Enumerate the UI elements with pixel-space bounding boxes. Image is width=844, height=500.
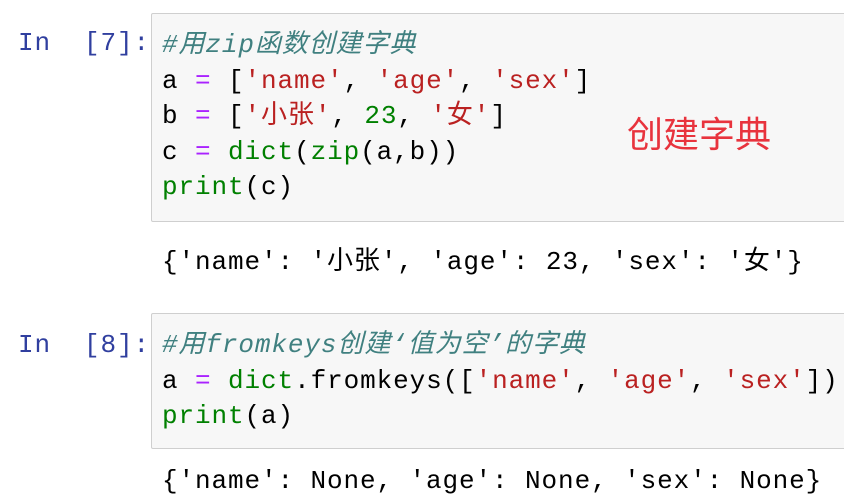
code-token-builtin: print — [162, 401, 245, 431]
code-token-plain — [212, 366, 229, 396]
code-token-plain: b — [162, 101, 196, 131]
code-token-op: = — [195, 365, 212, 396]
code-token-plain: ] — [490, 101, 507, 131]
annotation-label: 创建字典 — [627, 115, 772, 156]
code-line: c = dict(zip(a,b)) — [162, 135, 591, 171]
code-token-plain: a — [162, 65, 196, 96]
code-line: print(a) — [162, 399, 839, 435]
code-token-str: 'name' — [244, 65, 344, 96]
code-token-op: = — [195, 101, 212, 131]
code-line: #用zip函数创建字典 — [162, 28, 591, 64]
code-token-plain: , — [397, 101, 431, 131]
code-token-op: = — [195, 65, 212, 96]
input-prompt: In [8]: — [18, 330, 151, 360]
code-line: b = ['小张', 23, '女'] — [162, 99, 591, 135]
code-token-comment: #用fromkeys创建‘值为空’的字典 — [162, 330, 586, 360]
code-token-plain: , — [690, 365, 724, 396]
code-line: #用fromkeys创建‘值为空’的字典 — [162, 328, 839, 364]
code-token-builtin: print — [162, 172, 245, 202]
code-token-builtin: dict — [228, 365, 295, 396]
code-token-builtin: dict — [228, 136, 295, 167]
code-token-plain: [ — [211, 65, 245, 96]
code-line: print(c) — [162, 170, 591, 206]
code-token-comment: #用zip函数创建字典 — [162, 30, 417, 60]
code-token-str: '小张' — [244, 101, 332, 131]
code-token-plain: ]) — [805, 365, 839, 396]
code-token-plain — [212, 137, 229, 167]
code-token-plain: (a,b)) — [360, 136, 460, 167]
code-token-num: 23 — [364, 101, 398, 131]
code-token-str: 'sex' — [492, 65, 575, 96]
input-prompt: In [7]: — [18, 28, 151, 58]
code-token-plain: , — [331, 101, 365, 131]
code-token-str: 'name' — [475, 365, 575, 396]
code-token-str: 'age' — [376, 65, 460, 96]
code-token-plain: (a) — [244, 401, 295, 431]
code-token-str: 'sex' — [723, 365, 806, 396]
cell-output: {'name': '小张', 'age': 23, 'sex': '女'} — [162, 247, 804, 277]
code-token-plain: c — [162, 136, 196, 167]
code-token-plain: .fromkeys([ — [294, 365, 476, 396]
code-token-str: '女' — [430, 101, 491, 131]
cell-output: {'name': None, 'age': None, 'sex': None} — [162, 466, 823, 496]
code-token-plain: [ — [211, 101, 245, 131]
code-line: a = ['name', 'age', 'sex'] — [162, 64, 591, 100]
code-token-plain: (c) — [244, 172, 295, 202]
code-token-builtin: zip — [310, 136, 361, 167]
code-token-plain: , — [574, 365, 608, 396]
code-token-plain: ( — [294, 136, 311, 167]
code-token-plain: , — [343, 65, 377, 96]
code-token-op: = — [195, 136, 212, 167]
code-line: a = dict.fromkeys(['name', 'age', 'sex']… — [162, 364, 839, 400]
code-token-str: 'age' — [607, 365, 691, 396]
code-token-plain: , — [459, 65, 493, 96]
code-token-plain: ] — [574, 65, 592, 96]
code-token-plain: a — [162, 365, 196, 396]
